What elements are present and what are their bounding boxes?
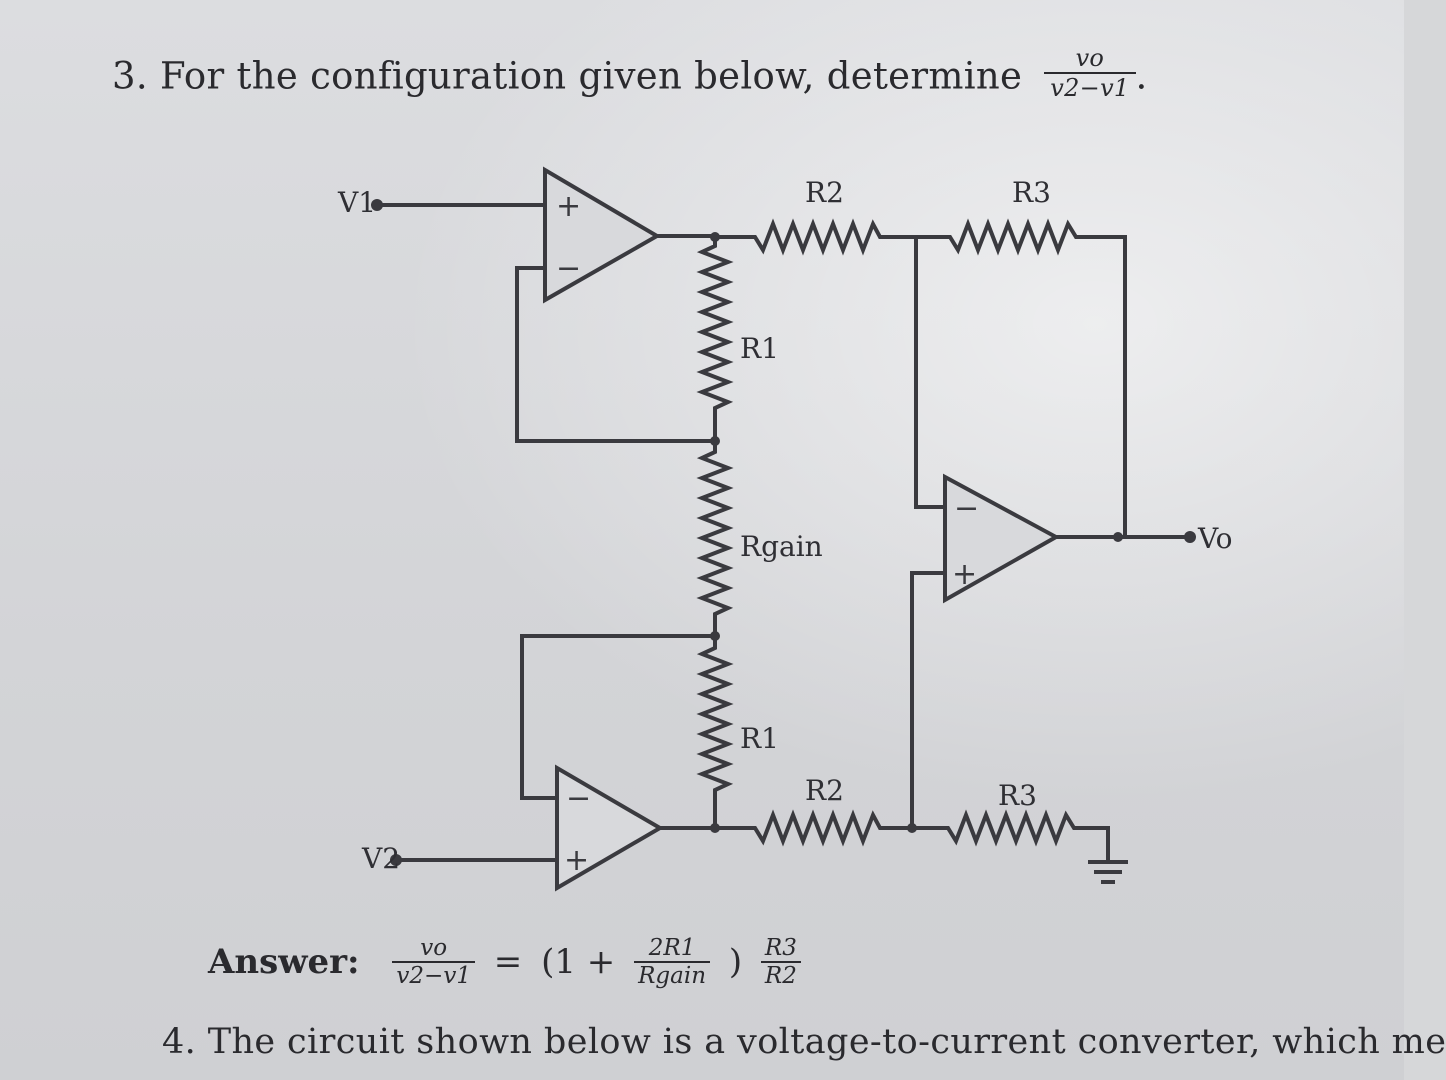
answer: Answer: vo v2−v1 = (1 + 2R1 Rgain ) R3 R…: [208, 935, 805, 989]
question-3: 3. For the configuration given below, de…: [112, 44, 1148, 108]
answer-label: Answer:: [208, 942, 360, 982]
question-3-period: .: [1135, 54, 1148, 98]
opamp-output-plus: +: [952, 557, 977, 592]
label-r2-top: R2: [805, 176, 844, 209]
answer-paren-close: ): [728, 942, 743, 982]
opamp-output-noninverting-wire: [910, 571, 945, 828]
opamp-bottom-feedback-wire: [520, 634, 715, 800]
resistor-r3-top: [916, 218, 1127, 537]
answer-equals: =: [493, 942, 523, 982]
answer-paren-open: (1 +: [541, 942, 616, 982]
resistor-r2-bottom: [715, 809, 912, 847]
opamp-output-minus: −: [954, 491, 979, 526]
question-3-text: 3. For the configuration given below, de…: [112, 54, 1023, 98]
label-r2-bottom: R2: [805, 774, 844, 807]
label-r3-top: R3: [1012, 176, 1051, 209]
answer-rhs-numerator: R3: [764, 935, 797, 961]
answer-lhs-fraction: vo v2−v1: [392, 935, 475, 989]
answer-lhs-numerator: vo: [420, 935, 448, 961]
resistor-rgain: [696, 441, 734, 636]
label-r3-bottom: R3: [998, 779, 1037, 812]
question-4: 4. The circuit shown below is a voltage-…: [162, 1022, 1446, 1062]
fraction-numerator: vo: [1075, 44, 1105, 72]
resistor-r1-bottom: [696, 636, 734, 828]
opamp-output-inverting-wire: [914, 237, 945, 509]
opamp-bottom: [555, 764, 664, 892]
resistor-r2-top: [715, 218, 916, 256]
answer-mid-numerator: 2R1: [648, 935, 696, 961]
label-vo: Vo: [1197, 522, 1233, 555]
question-3-fraction: vo v2−v1: [1044, 44, 1136, 102]
opamp-top-feedback-wire: [515, 266, 715, 443]
answer-rhs-fraction: R3 R2: [760, 935, 801, 989]
fraction-denominator: v2−v1: [1044, 72, 1136, 102]
answer-mid-denominator: Rgain: [634, 961, 711, 989]
resistor-r1-top: [696, 237, 734, 441]
resistor-r3-bottom: [912, 809, 1110, 862]
label-r1-top: R1: [740, 332, 779, 365]
vo-terminal: [1184, 531, 1196, 543]
label-r1-bottom: R1: [740, 722, 779, 755]
opamp-top: [543, 166, 661, 304]
opamp-top-plus: +: [556, 189, 581, 224]
label-rgain: Rgain: [740, 530, 823, 563]
answer-lhs-denominator: v2−v1: [392, 961, 475, 989]
node-output: [1113, 532, 1123, 542]
opamp-output: [943, 473, 1061, 604]
label-v1: V1: [337, 186, 376, 219]
opamp-bottom-minus: −: [566, 781, 591, 816]
opamp-top-minus: −: [556, 251, 581, 286]
ground-icon: [1088, 860, 1128, 884]
answer-rhs-denominator: R2: [760, 961, 801, 989]
label-v2: V2: [361, 842, 400, 875]
instrumentation-amplifier-diagram: + − R1 Rgain R1 − + R2 R3: [337, 166, 1233, 892]
answer-mid-fraction: 2R1 Rgain: [634, 935, 711, 989]
opamp-bottom-plus: +: [564, 843, 589, 878]
